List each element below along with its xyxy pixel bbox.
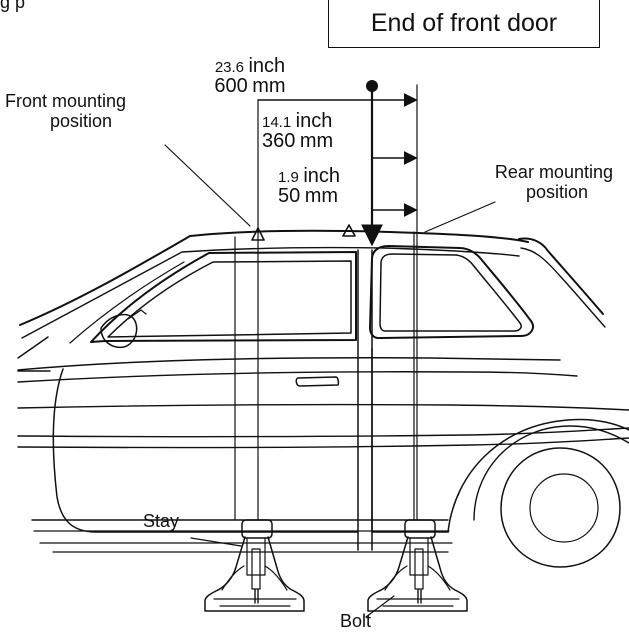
front-door-outline	[52, 368, 358, 533]
body-lower-line-2	[17, 427, 629, 438]
dimension-50-inch-value: 1.9	[278, 169, 299, 186]
door-handle	[295, 376, 340, 387]
middle-mounting-triangle	[342, 224, 356, 237]
stay-label: Stay	[143, 511, 180, 531]
mirror-mount	[127, 309, 147, 320]
front-mounting-label-line-2: position	[50, 111, 113, 131]
dimension-50-label: 1.9 inch 50 mm	[278, 166, 372, 207]
dimension-50-inch-unit: inch	[303, 165, 341, 187]
body-beltline-2	[17, 371, 578, 383]
roof-inner-line	[21, 246, 520, 339]
dimension-600-label: 23.6 inch 600 mm	[198, 56, 302, 97]
front-pointer-line	[164, 144, 251, 227]
rear-wheel-outer	[473, 425, 629, 521]
bolt-label: Bolt	[340, 611, 372, 631]
rear-spoiler	[518, 237, 604, 315]
front-window-left-stroke	[69, 261, 185, 344]
dimension-600-inch-unit: inch	[248, 55, 286, 77]
cut-top-text: g p	[0, 0, 26, 12]
rear-pointer-line	[424, 201, 496, 233]
roof-outline	[19, 229, 529, 326]
front-mounting-triangle	[251, 227, 265, 241]
dimension-360-inch-unit: inch	[295, 110, 333, 132]
dimension-360-label: 14.1 inch 360 mm	[262, 111, 374, 152]
rear-mounting-label-line-1: Rear mounting	[494, 162, 613, 182]
mirror-body	[100, 313, 138, 349]
front-window-inner	[107, 260, 352, 338]
stay-pointer-line	[190, 537, 242, 547]
front-stay-assembly	[204, 519, 305, 612]
dimension-600-mm-value: 600	[214, 75, 248, 98]
end-of-front-door-callout: End of front door	[328, 0, 600, 48]
body-lower-line	[17, 403, 629, 411]
dimension-360-inch-value: 14.1	[262, 114, 292, 131]
rear-door-front-edge	[371, 348, 449, 533]
rear-window-inner	[379, 253, 522, 332]
dimension-600-mm-unit: mm	[252, 75, 286, 98]
rear-wheel-inner	[500, 447, 621, 568]
dimension-360-mm-value: 360	[262, 130, 296, 153]
rear-wheel-arch	[447, 418, 629, 533]
body-beltline	[17, 356, 561, 371]
rear-spoiler-inner	[520, 247, 606, 328]
body-lower-line-3	[17, 437, 629, 449]
reference-dot	[366, 80, 378, 92]
rear-stay-assembly	[367, 519, 468, 612]
front-fender-upper	[17, 336, 49, 359]
dimension-360-mm-unit: mm	[299, 130, 334, 153]
dimension-50-mm-unit: mm	[304, 185, 339, 208]
rear-mounting-label-line-2: position	[525, 182, 588, 202]
rear-window-frame	[369, 245, 534, 339]
callout-text: End of front door	[370, 8, 558, 37]
front-window-frame	[90, 251, 357, 343]
dimension-50-mm-value: 50	[278, 185, 301, 208]
dimension-600-inch-value: 23.6	[214, 59, 245, 76]
front-mounting-label-line-1: Front mounting	[5, 91, 127, 111]
rear-wheel-hub	[529, 473, 599, 543]
